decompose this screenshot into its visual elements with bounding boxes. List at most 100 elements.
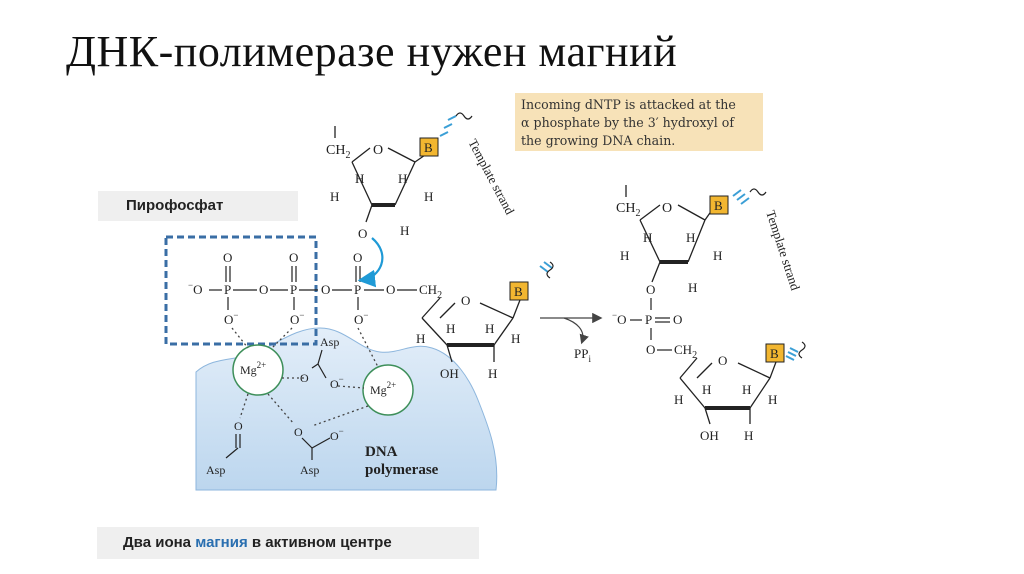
pp-p1: P <box>224 282 231 297</box>
product-bottom-oh: OH <box>700 428 719 443</box>
asp-bottom: Asp <box>300 463 319 477</box>
mechanism-callout: Incoming dNTP is attacked at the α phosp… <box>515 93 763 151</box>
product-p-o-double: O <box>673 312 682 327</box>
product-top-h5: H <box>688 280 697 295</box>
pp-o1: −O <box>188 280 202 297</box>
callout-line-2: α phosphate by the 3′ hydroxyl of <box>521 115 734 130</box>
primer-base-box <box>509 281 529 301</box>
magnesium-caption: Два иона магния в активном центре <box>97 527 479 559</box>
asp-top: Asp <box>320 335 339 349</box>
ppi-release-arrow <box>563 317 589 345</box>
mg-ion-a <box>232 344 284 396</box>
primer-base: B <box>514 284 523 299</box>
primer-h4: H <box>511 331 520 346</box>
h-bond-ticks-1 <box>439 115 457 137</box>
product-bottom-ch2: CH2 <box>674 342 697 361</box>
template-ch2: CH2 <box>419 282 442 301</box>
incoming-h2: H <box>398 171 407 186</box>
product-top-base-box <box>709 195 729 215</box>
incoming-h4: H <box>424 189 433 204</box>
product-top-base: B <box>714 198 723 213</box>
h-bond-ticks-2 <box>539 261 553 273</box>
incoming-h3: H <box>330 189 339 204</box>
product-top-sugar-ring <box>625 185 713 283</box>
pyrophosphate-label: Пирофосфат <box>98 191 298 221</box>
alpha-o-down: O− <box>354 310 368 327</box>
primer-h2: H <box>485 321 494 336</box>
product-top-h3: H <box>620 248 629 263</box>
product-top-h2: H <box>686 230 695 245</box>
primer-h1: H <box>446 321 455 336</box>
asp-left-o: O <box>234 419 243 433</box>
product-bottom-h5: H <box>744 428 753 443</box>
product-h-bond-ticks-2 <box>785 347 799 361</box>
incoming-sugar-ring <box>351 147 429 223</box>
pp-o-down1: O− <box>224 310 238 327</box>
primer-ring-o: O <box>461 293 470 308</box>
pp-o-bridge: O <box>259 282 268 297</box>
product-top-h1: H <box>643 230 652 245</box>
pp-o-down2: O− <box>290 310 304 327</box>
product-bottom-h2: H <box>742 382 751 397</box>
primer-sugar-ring <box>421 297 521 363</box>
incoming-3oh: O <box>358 226 367 241</box>
product-link-o-top: O <box>646 282 655 297</box>
product-bottom-h1: H <box>702 382 711 397</box>
pp-o-up2: O <box>289 250 298 265</box>
product-bottom-base: B <box>770 346 779 361</box>
incoming-h1: H <box>355 171 364 186</box>
enzyme-label-dna: DNA <box>365 444 398 460</box>
callout-line-3: the growing DNA chain. <box>521 133 676 148</box>
product-bottom-h3: H <box>674 392 683 407</box>
product-bottom-ring-o: O <box>718 353 727 368</box>
incoming-ch2: CH2 <box>326 143 350 161</box>
product-p-ominus: −O <box>612 310 626 327</box>
primer-h3: H <box>416 331 425 346</box>
product-p: P <box>645 312 652 327</box>
incoming-h5: H <box>400 223 409 238</box>
incoming-ring-o: O <box>373 143 383 158</box>
template-wave-1 <box>455 112 473 120</box>
incoming-base: B <box>424 140 433 155</box>
primer-h5: H <box>488 366 497 381</box>
asp-left: Asp <box>206 463 225 477</box>
slide-title: ДНК-полимеразе нужен магний <box>66 27 678 76</box>
coordination-bonds <box>231 327 379 427</box>
asp-bottom-o1: O <box>294 425 303 439</box>
product-link-o-bottom: O <box>646 342 655 357</box>
product-top-ch2: CH2 <box>616 201 640 219</box>
mg-ion-a-label: Mg2+ <box>240 360 266 377</box>
primer-oh: OH <box>440 366 459 381</box>
asp-top-o2: O− <box>330 374 344 391</box>
mg-ion-b <box>362 364 414 416</box>
pp-o-alpha-bridge: O <box>321 282 330 297</box>
asp-bottom-o2: O− <box>330 426 344 443</box>
product-bottom-sugar-ring <box>679 357 777 425</box>
product-bottom-base-box <box>765 343 785 363</box>
product-h-bond-ticks-1 <box>732 189 750 205</box>
template-strand-label-left: Template strand <box>465 136 518 217</box>
alpha-p: P <box>354 282 361 297</box>
pp-o-up1: O <box>223 250 232 265</box>
product-bottom-h4: H <box>768 392 777 407</box>
mg-ion-b-label: Mg2+ <box>370 380 396 397</box>
ppi-label: PPi <box>574 346 591 364</box>
caption-prefix: Два иона <box>123 534 196 551</box>
pp-p2: P <box>290 282 297 297</box>
product-top-ring-o: O <box>662 201 672 216</box>
callout-line-1: Incoming dNTP is attacked at the <box>521 97 736 112</box>
alpha-o-up: O <box>353 250 362 265</box>
caption-highlight: магния <box>195 534 248 551</box>
attack-arrow <box>357 237 384 288</box>
caption-suffix: в активном центре <box>247 534 392 551</box>
alpha-o-ester: O <box>386 282 395 297</box>
product-template-wave-1 <box>749 188 767 196</box>
template-strand-label-right: Template strand <box>763 208 803 292</box>
asp-top-o1: O <box>300 371 309 385</box>
template-wave-2 <box>546 261 554 279</box>
incoming-base-box <box>419 137 439 157</box>
product-top-h4: H <box>713 248 722 263</box>
product-template-wave-2 <box>798 341 806 359</box>
enzyme-label-polymerase: polymerase <box>365 462 439 478</box>
